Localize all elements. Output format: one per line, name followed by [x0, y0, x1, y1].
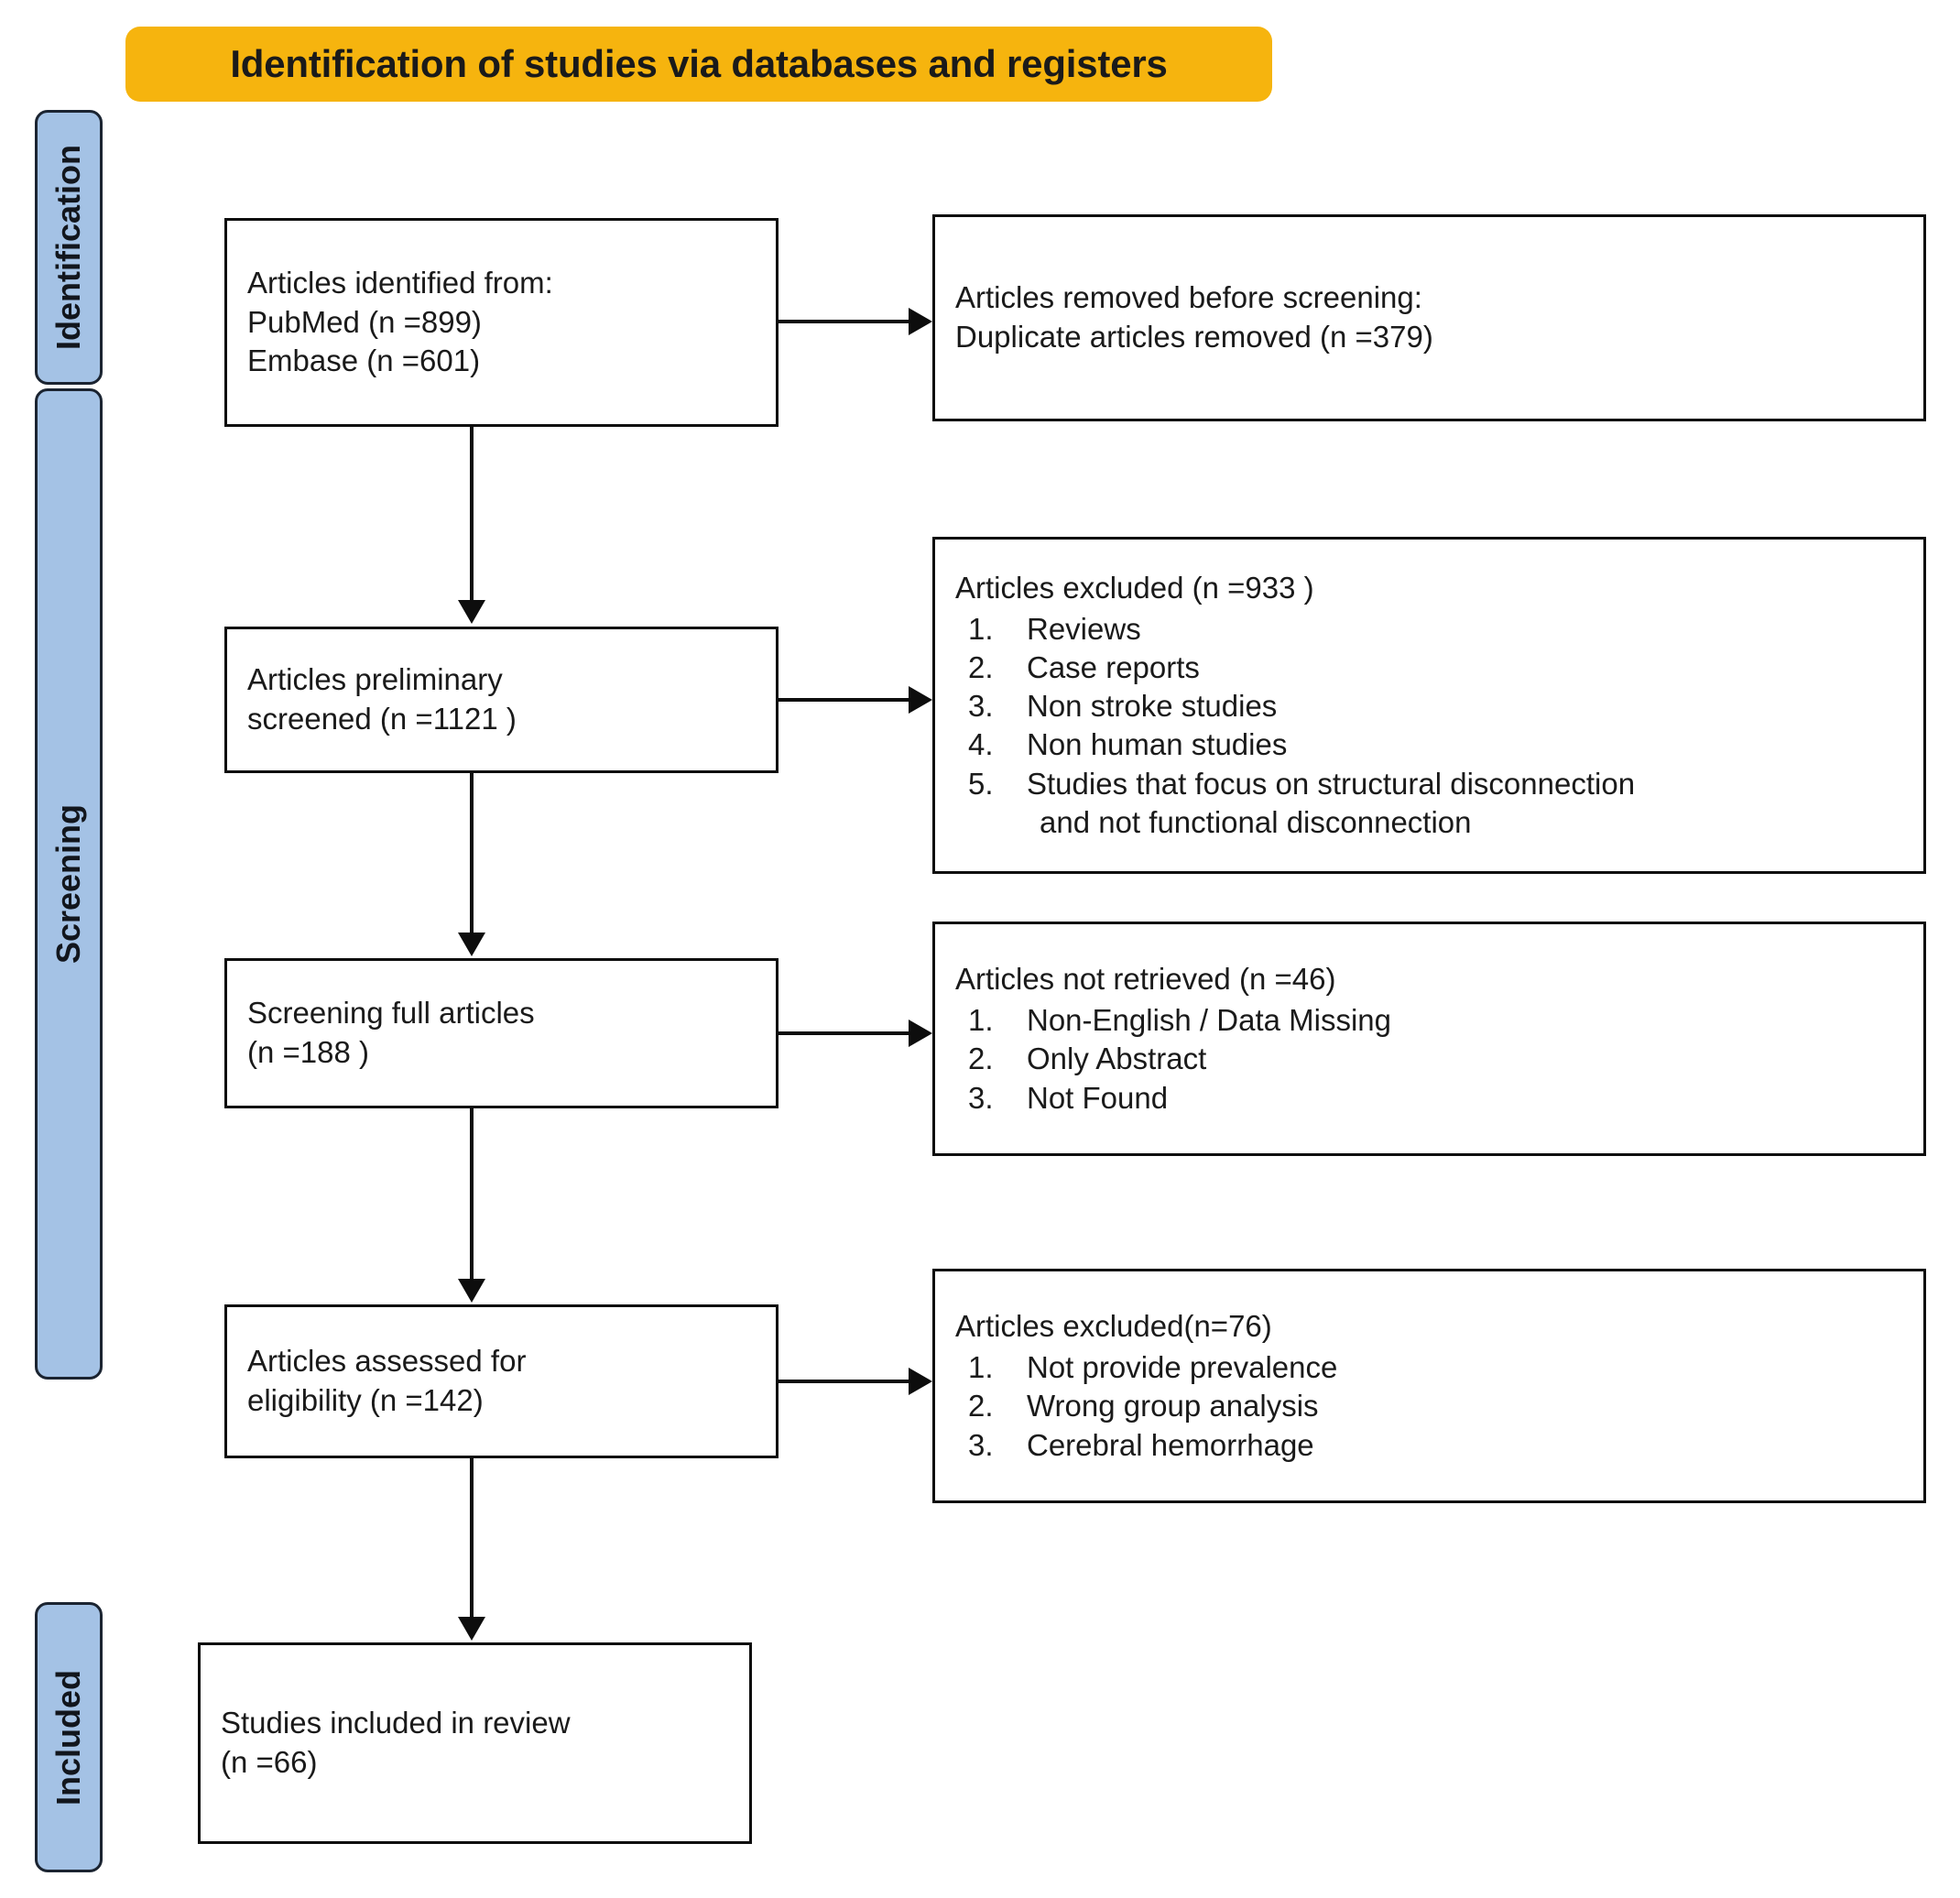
- list-item-label: Wrong group analysis: [1027, 1389, 1319, 1424]
- list-item-marker: 2.: [968, 649, 994, 684]
- list-item: 3. Cerebral hemorrhage: [955, 1426, 1903, 1465]
- list-item-label: Studies that focus on structural disconn…: [1027, 766, 1636, 801]
- list-item-marker: 2.: [968, 1042, 994, 1076]
- eligibility-exclusion-reason-list: 1. Not provide prevalence 2. Wrong group…: [955, 1348, 1903, 1465]
- list-item-label: Not Found: [1027, 1080, 1169, 1115]
- page-title: Identification of studies via databases …: [230, 42, 1168, 85]
- stage-rail-screening: Screening: [35, 388, 103, 1380]
- list-item-marker: 2.: [968, 1389, 994, 1424]
- list-item-label: Non-English / Data Missing: [1027, 1003, 1391, 1038]
- connector-prelim-to-excluded: [779, 698, 909, 702]
- list-item-label: Only Abstract: [1027, 1042, 1207, 1076]
- connector-identified-to-removed: [779, 320, 909, 323]
- connector-fulltext-to-eligibility: [470, 1108, 474, 1281]
- node-articles-not-retrieved: Articles not retrieved (n =46) 1. Non-En…: [932, 922, 1926, 1156]
- exclusion-reason-list: 1. Reviews 2. Case reports 3. Non stroke…: [955, 610, 1903, 803]
- list-item-marker: 1.: [968, 1350, 994, 1385]
- arrowhead-fulltext-to-notretrieved: [909, 1020, 932, 1047]
- stage-rail-identification: Identification: [35, 110, 103, 385]
- node-screening-full-articles-line1: Screening full articles: [247, 996, 535, 1031]
- list-item: 4. Non human studies: [955, 725, 1903, 764]
- not-retrieved-reason-list: 1. Non-English / Data Missing 2. Only Ab…: [955, 1001, 1903, 1118]
- stage-rail-included: Included: [35, 1602, 103, 1872]
- connector-eligibility-to-excluded: [779, 1380, 909, 1383]
- node-articles-excluded-eligibility: Articles excluded(n=76) 1. Not provide p…: [932, 1269, 1926, 1503]
- list-item: 5. Studies that focus on structural disc…: [955, 765, 1903, 803]
- node-studies-included-in-review-line1: Studies included in review: [221, 1706, 571, 1740]
- arrowhead-identified-to-removed: [909, 308, 932, 335]
- node-screening-full-articles: Screening full articles (n =188 ): [224, 958, 779, 1108]
- node-articles-assessed-eligibility-line2: eligibility (n =142): [247, 1383, 484, 1417]
- connector-prelim-to-fulltext: [470, 773, 474, 934]
- connector-identified-to-prelim: [470, 427, 474, 603]
- list-item-label: Case reports: [1027, 649, 1200, 684]
- list-item-label: Reviews: [1027, 611, 1141, 646]
- node-articles-assessed-eligibility: Articles assessed for eligibility (n =14…: [224, 1304, 779, 1458]
- node-articles-removed-before-screening: Articles removed before screening: Dupli…: [932, 214, 1926, 421]
- node-articles-excluded-screening-heading: Articles excluded (n =933 ): [955, 570, 1314, 605]
- stage-rail-included-label: Included: [49, 1669, 88, 1805]
- arrowhead-identified-to-prelim: [458, 600, 485, 624]
- diagram-title-banner: Identification of studies via databases …: [125, 27, 1272, 102]
- list-item: 3. Non stroke studies: [955, 687, 1903, 725]
- arrowhead-eligibility-to-excluded: [909, 1368, 932, 1395]
- list-item: 1. Not provide prevalence: [955, 1348, 1903, 1387]
- node-articles-preliminary-screened: Articles preliminary screened (n =1121 ): [224, 627, 779, 773]
- node-articles-removed-line1: Articles removed before screening:: [955, 280, 1422, 315]
- node-articles-assessed-eligibility-line1: Articles assessed for: [247, 1344, 527, 1379]
- list-item-marker: 3.: [968, 1080, 994, 1115]
- connector-eligibility-to-included: [470, 1458, 474, 1619]
- list-item-label: Non human studies: [1027, 727, 1288, 762]
- node-articles-identified-line2: PubMed (n =899): [247, 304, 482, 339]
- list-item-marker: 5.: [968, 766, 994, 801]
- node-articles-preliminary-screened-line2: screened (n =1121 ): [247, 702, 517, 736]
- arrowhead-fulltext-to-eligibility: [458, 1279, 485, 1303]
- list-item-marker: 1.: [968, 1003, 994, 1038]
- list-item-marker: 3.: [968, 689, 994, 724]
- list-item-marker: 4.: [968, 727, 994, 762]
- list-item: 2. Only Abstract: [955, 1040, 1903, 1078]
- list-item-marker: 3.: [968, 1427, 994, 1462]
- list-item: 1. Non-English / Data Missing: [955, 1001, 1903, 1040]
- node-studies-included-in-review-line2: (n =66): [221, 1745, 318, 1779]
- arrowhead-prelim-to-fulltext: [458, 933, 485, 956]
- node-screening-full-articles-line2: (n =188 ): [247, 1035, 369, 1069]
- stage-rail-screening-label: Screening: [49, 803, 87, 965]
- node-articles-removed-line2: Duplicate articles removed (n =379): [955, 320, 1433, 354]
- node-articles-excluded-screening: Articles excluded (n =933 ) 1. Reviews 2…: [932, 537, 1926, 874]
- connector-fulltext-to-notretrieved: [779, 1031, 909, 1035]
- list-item: 1. Reviews: [955, 610, 1903, 649]
- node-articles-identified-line1: Articles identified from:: [247, 265, 553, 300]
- arrowhead-eligibility-to-included: [458, 1617, 485, 1641]
- list-item-marker: 1.: [968, 611, 994, 646]
- arrowhead-prelim-to-excluded: [909, 686, 932, 714]
- list-item-label: Cerebral hemorrhage: [1027, 1427, 1314, 1462]
- list-item-label: Non stroke studies: [1027, 689, 1278, 724]
- node-articles-not-retrieved-heading: Articles not retrieved (n =46): [955, 962, 1336, 997]
- node-articles-identified: Articles identified from: PubMed (n =899…: [224, 218, 779, 427]
- list-item: 2. Case reports: [955, 649, 1903, 687]
- node-studies-included-in-review: Studies included in review (n =66): [198, 1642, 752, 1844]
- list-item-continuation: and not functional disconnection: [1040, 804, 1472, 839]
- list-item-label: Not provide prevalence: [1027, 1350, 1338, 1385]
- node-articles-excluded-eligibility-heading: Articles excluded(n=76): [955, 1309, 1272, 1344]
- list-item: 2. Wrong group analysis: [955, 1387, 1903, 1425]
- list-item: 3. Not Found: [955, 1079, 1903, 1118]
- node-articles-identified-line3: Embase (n =601): [247, 344, 481, 378]
- stage-rail-identification-label: Identification: [49, 145, 87, 350]
- node-articles-preliminary-screened-line1: Articles preliminary: [247, 662, 503, 697]
